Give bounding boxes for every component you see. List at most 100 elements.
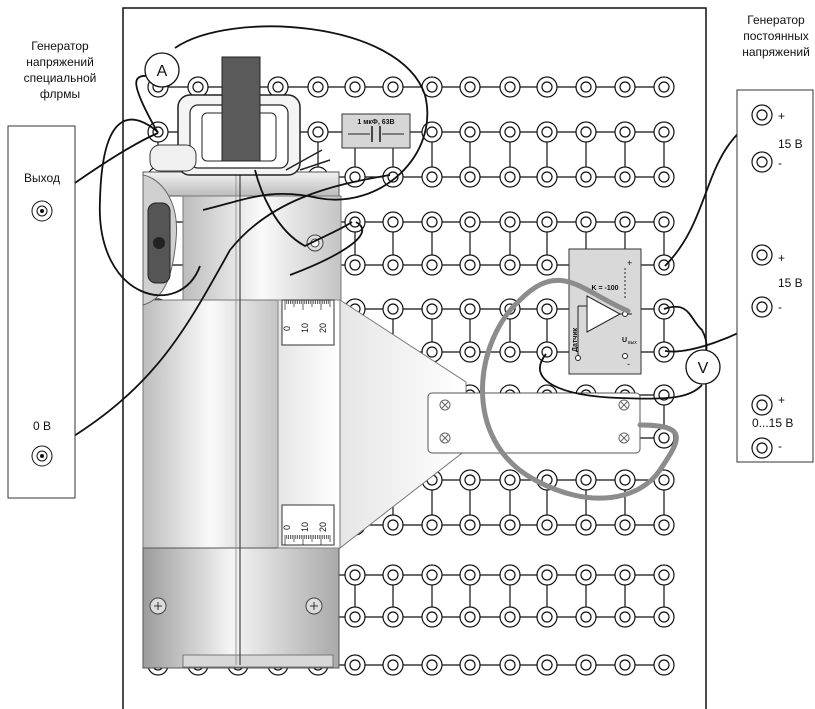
- breadboard-socket[interactable]: [344, 254, 366, 276]
- breadboard-socket[interactable]: [459, 564, 481, 586]
- breadboard-socket[interactable]: [267, 76, 289, 98]
- breadboard-socket[interactable]: [614, 76, 636, 98]
- breadboard-socket[interactable]: [459, 341, 481, 363]
- breadboard-socket[interactable]: [536, 211, 558, 233]
- breadboard-socket[interactable]: [653, 341, 675, 363]
- breadboard-socket[interactable]: [499, 166, 521, 188]
- breadboard-socket[interactable]: [614, 121, 636, 143]
- breadboard-socket[interactable]: [653, 121, 675, 143]
- breadboard-socket[interactable]: [499, 254, 521, 276]
- breadboard-socket[interactable]: [499, 211, 521, 233]
- breadboard-socket[interactable]: [421, 254, 443, 276]
- right-gen-socket[interactable]: [751, 151, 773, 173]
- breadboard-socket[interactable]: [575, 76, 597, 98]
- breadboard-socket[interactable]: [459, 469, 481, 491]
- breadboard-socket[interactable]: [459, 166, 481, 188]
- breadboard-socket[interactable]: [536, 654, 558, 676]
- breadboard-socket[interactable]: [536, 254, 558, 276]
- breadboard-socket[interactable]: [421, 211, 443, 233]
- breadboard-socket[interactable]: [344, 564, 366, 586]
- breadboard-socket[interactable]: [653, 384, 675, 406]
- breadboard-socket[interactable]: [536, 166, 558, 188]
- left-gen-ground-socket[interactable]: [31, 445, 53, 467]
- breadboard-socket[interactable]: [653, 166, 675, 188]
- breadboard-socket[interactable]: [459, 514, 481, 536]
- breadboard-socket[interactable]: [653, 76, 675, 98]
- breadboard-socket[interactable]: [499, 76, 521, 98]
- breadboard-socket[interactable]: [614, 564, 636, 586]
- breadboard-socket[interactable]: [499, 654, 521, 676]
- breadboard-socket[interactable]: [421, 166, 443, 188]
- breadboard-socket[interactable]: [653, 564, 675, 586]
- breadboard-socket[interactable]: [499, 341, 521, 363]
- breadboard-socket[interactable]: [459, 298, 481, 320]
- breadboard-socket[interactable]: [575, 606, 597, 628]
- breadboard-socket[interactable]: [614, 469, 636, 491]
- breadboard-socket[interactable]: [187, 76, 209, 98]
- breadboard-socket[interactable]: [382, 514, 404, 536]
- breadboard-socket[interactable]: [459, 211, 481, 233]
- breadboard-socket[interactable]: [499, 514, 521, 536]
- left-gen-output-socket[interactable]: [31, 200, 53, 222]
- breadboard-socket[interactable]: [653, 254, 675, 276]
- breadboard-socket[interactable]: [459, 76, 481, 98]
- breadboard-socket[interactable]: [459, 654, 481, 676]
- breadboard-socket[interactable]: [653, 469, 675, 491]
- breadboard-socket[interactable]: [575, 121, 597, 143]
- breadboard-socket[interactable]: [344, 606, 366, 628]
- breadboard-socket[interactable]: [499, 564, 521, 586]
- breadboard-socket[interactable]: [382, 564, 404, 586]
- breadboard-socket[interactable]: [575, 514, 597, 536]
- breadboard-socket[interactable]: [499, 606, 521, 628]
- breadboard-socket[interactable]: [536, 606, 558, 628]
- breadboard-socket[interactable]: [575, 654, 597, 676]
- breadboard-socket[interactable]: [614, 606, 636, 628]
- breadboard-socket[interactable]: [459, 121, 481, 143]
- breadboard-socket[interactable]: [653, 514, 675, 536]
- breadboard-socket[interactable]: [382, 606, 404, 628]
- breadboard-socket[interactable]: [536, 298, 558, 320]
- breadboard-socket[interactable]: [344, 654, 366, 676]
- breadboard-socket[interactable]: [382, 298, 404, 320]
- breadboard-socket[interactable]: [536, 514, 558, 536]
- breadboard-socket[interactable]: [499, 121, 521, 143]
- breadboard-socket[interactable]: [653, 211, 675, 233]
- breadboard-socket[interactable]: [459, 606, 481, 628]
- right-gen-socket[interactable]: [751, 394, 773, 416]
- breadboard-socket[interactable]: [536, 341, 558, 363]
- breadboard-socket[interactable]: [614, 166, 636, 188]
- breadboard-socket[interactable]: [307, 76, 329, 98]
- breadboard-socket[interactable]: [421, 606, 443, 628]
- breadboard-socket[interactable]: [382, 166, 404, 188]
- breadboard-socket[interactable]: [421, 564, 443, 586]
- breadboard-socket[interactable]: [382, 211, 404, 233]
- breadboard-socket[interactable]: [575, 166, 597, 188]
- breadboard-socket[interactable]: [536, 121, 558, 143]
- breadboard-socket[interactable]: [575, 564, 597, 586]
- breadboard-socket[interactable]: [421, 76, 443, 98]
- breadboard-socket[interactable]: [307, 121, 329, 143]
- right-gen-socket[interactable]: [751, 244, 773, 266]
- right-gen-socket[interactable]: [751, 296, 773, 318]
- breadboard-socket[interactable]: [536, 76, 558, 98]
- breadboard-socket[interactable]: [421, 298, 443, 320]
- breadboard-socket[interactable]: [344, 76, 366, 98]
- breadboard-socket[interactable]: [344, 211, 366, 233]
- breadboard-socket[interactable]: [614, 211, 636, 233]
- breadboard-socket[interactable]: [421, 514, 443, 536]
- breadboard-socket[interactable]: [459, 254, 481, 276]
- breadboard-socket[interactable]: [421, 654, 443, 676]
- right-gen-socket[interactable]: [751, 437, 773, 459]
- breadboard-socket[interactable]: [614, 514, 636, 536]
- breadboard-socket[interactable]: [382, 76, 404, 98]
- breadboard-socket[interactable]: [653, 654, 675, 676]
- right-gen-socket[interactable]: [751, 104, 773, 126]
- breadboard-socket[interactable]: [653, 606, 675, 628]
- breadboard-socket[interactable]: [614, 654, 636, 676]
- breadboard-socket[interactable]: [536, 564, 558, 586]
- breadboard-socket[interactable]: [382, 654, 404, 676]
- breadboard-socket[interactable]: [575, 211, 597, 233]
- breadboard-socket[interactable]: [382, 254, 404, 276]
- breadboard-socket[interactable]: [499, 469, 521, 491]
- breadboard-socket[interactable]: [575, 469, 597, 491]
